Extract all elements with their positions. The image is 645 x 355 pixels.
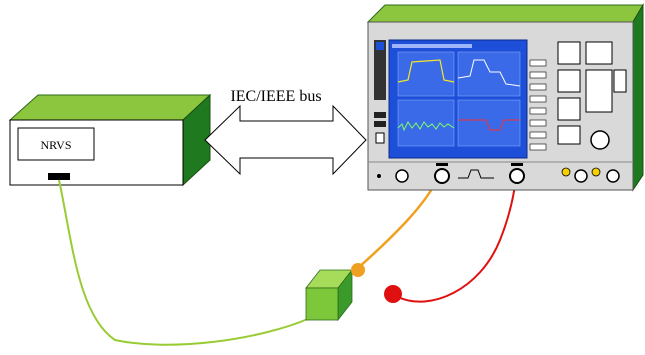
tracking-generator-symbol [458, 169, 494, 179]
sensor-connector [351, 263, 365, 277]
meter-label: NRVS [40, 138, 71, 152]
rf-cable-orange [357, 177, 440, 269]
left-key-1 [374, 112, 386, 118]
softkey-7 [529, 131, 547, 139]
softkey-1 [529, 59, 547, 67]
numeric-keypad [585, 69, 613, 113]
power-meter: NRVS [8, 93, 212, 187]
left-key-3 [375, 132, 385, 144]
rf-input-connector [434, 168, 450, 184]
trace-pane-1 [397, 51, 455, 97]
meter-top-face [8, 94, 212, 121]
softkey-6 [529, 119, 547, 127]
rotary-knob [590, 130, 610, 150]
bus-label: IEC/IEEE bus [230, 88, 321, 105]
generator-output-connector [509, 168, 525, 184]
aux-connector-3 [591, 167, 601, 177]
screen-title-bar [392, 44, 472, 48]
softkey-3 [529, 83, 547, 91]
aux-connector-1 [561, 167, 571, 177]
ground-jack [377, 174, 381, 178]
trace-pane-2 [457, 51, 521, 97]
front-connectors [377, 163, 620, 184]
key-group-5 [557, 125, 581, 145]
sensor-cable [58, 179, 311, 346]
probe-connector [395, 169, 409, 183]
analyzer-side-face [632, 3, 644, 192]
key-group-3 [557, 69, 581, 93]
trace-1 [397, 59, 455, 83]
trace-3 [397, 121, 455, 132]
function-key-groups [557, 41, 627, 145]
sensor-front [305, 287, 339, 321]
double-arrow [204, 104, 367, 176]
aux-connector-4 [606, 169, 620, 183]
trace-2 [457, 59, 521, 87]
analyzer-top-face [366, 4, 644, 23]
power-indicator [376, 42, 384, 50]
softkey-8 [529, 143, 547, 151]
unit-keys [613, 69, 627, 93]
trace-pane-4 [457, 99, 521, 147]
meter-sensor-connector [48, 173, 70, 180]
key-group-2 [585, 41, 613, 65]
aux-connector-2 [574, 169, 588, 183]
trace-pane-3 [397, 99, 455, 147]
rf-input-marker [436, 163, 448, 166]
power-sensor [305, 263, 365, 322]
meter-label-box [17, 127, 95, 161]
red-cable-end [384, 285, 402, 303]
softkey-4 [529, 95, 547, 103]
softkey-2 [529, 71, 547, 79]
softkey-column [529, 59, 547, 151]
key-group-1 [557, 41, 581, 65]
bus-arrow: IEC/IEEE bus [204, 88, 367, 176]
key-group-4 [557, 97, 581, 121]
softkey-5 [529, 107, 547, 115]
left-key-2 [374, 121, 386, 127]
generator-output-marker [511, 163, 523, 166]
left-key-strip [374, 40, 386, 100]
rf-cable-red [397, 177, 517, 303]
trace-4 [458, 119, 520, 131]
spectrum-analyzer [366, 3, 644, 192]
